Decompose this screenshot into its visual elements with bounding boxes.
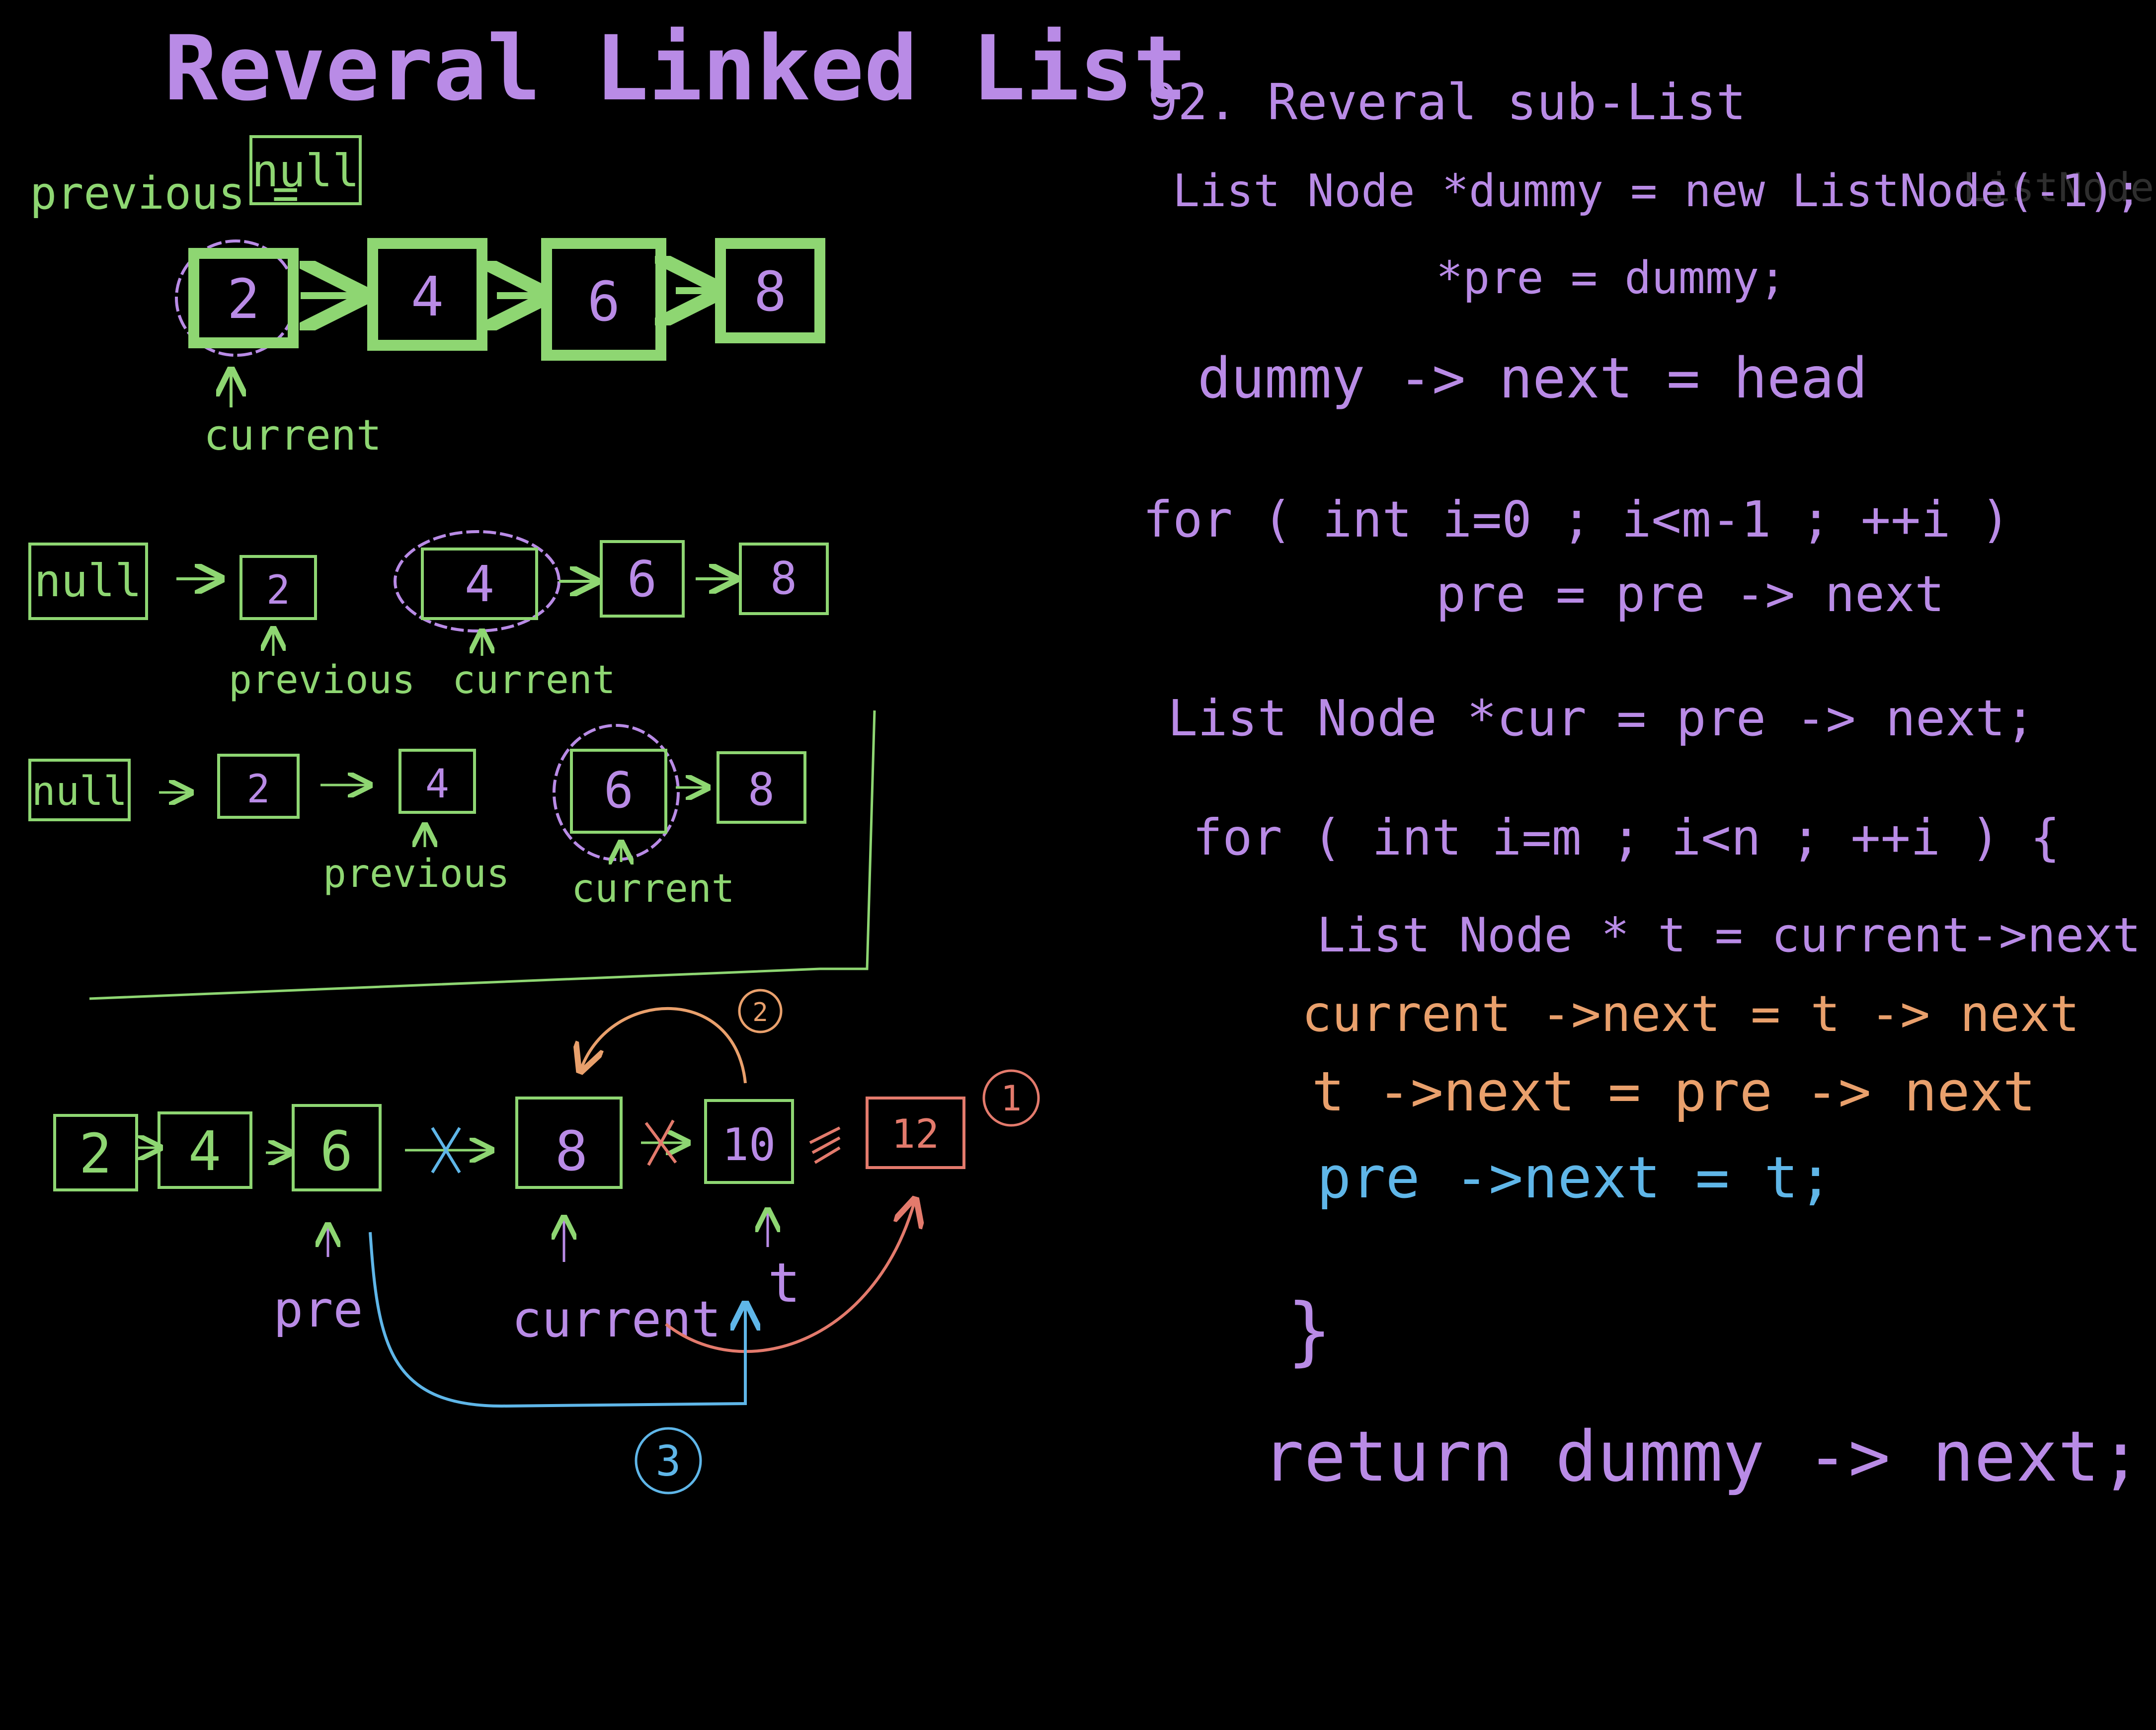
- current-label: current: [452, 658, 616, 703]
- node-value: 4: [465, 555, 494, 613]
- top-example: previous = null 2 4 6 8 current: [30, 135, 825, 460]
- current-label: current: [571, 866, 735, 911]
- list-node: [217, 754, 300, 819]
- null-box: [249, 135, 362, 205]
- code-line: List Node * t = current->next: [1317, 908, 2141, 963]
- list-node: [515, 1097, 623, 1189]
- code-line: for ( int i=m ; i<n ; ++i ) {: [1193, 808, 2060, 866]
- node-value: 2: [79, 1122, 112, 1185]
- previous-label: previous: [229, 658, 415, 703]
- list-node: [421, 548, 538, 620]
- problem-heading: 92. Reveral sub-List: [1148, 73, 1746, 131]
- list-node: [570, 749, 667, 834]
- faint-annotation: ListNode: [1963, 164, 2154, 211]
- node-value: 2: [266, 567, 290, 613]
- code-line: current ->next = t -> next: [1302, 985, 2079, 1043]
- link-arrow-step-1: [665, 1202, 914, 1353]
- code-line: return dummy -> next;: [1262, 1416, 2142, 1497]
- current-label: current: [204, 411, 382, 460]
- list-node: [600, 540, 685, 618]
- diagram-title: Reveral Linked List: [164, 17, 1187, 121]
- node-value: 2: [227, 267, 260, 331]
- null-box: [28, 759, 131, 821]
- list-node: [53, 1114, 138, 1191]
- list-node: [292, 1104, 382, 1191]
- link-arrow-step-2: [581, 1007, 747, 1084]
- node-value: 10: [722, 1119, 776, 1171]
- code-line: pre ->next = t;: [1317, 1145, 1833, 1211]
- t-label: t: [768, 1251, 800, 1315]
- previous-equals-label: previous =: [30, 167, 299, 220]
- null-box: [28, 543, 148, 620]
- node-value: 6: [604, 761, 634, 819]
- node-value: 8: [748, 764, 775, 816]
- node-value: 4: [425, 761, 449, 807]
- step-2-row: null 2 4 6 8 previous current: [28, 710, 876, 1000]
- code-line: pre = pre -> next: [1436, 565, 1945, 623]
- list-node: [715, 238, 825, 343]
- node-value: 6: [587, 270, 620, 333]
- list-node: [240, 555, 317, 620]
- null-box-label: null: [252, 145, 360, 197]
- list-node: [704, 1099, 794, 1184]
- code-line: List Node *dummy = new ListNode(-1);: [1173, 165, 2142, 217]
- node-value: 6: [627, 550, 657, 608]
- null-box-label: null: [32, 768, 128, 814]
- node-value: 8: [555, 1119, 588, 1183]
- scribble-mark: [809, 1126, 841, 1164]
- code-line: }: [1287, 1288, 1332, 1374]
- list-node: [866, 1097, 965, 1169]
- node-value: 4: [411, 265, 444, 328]
- code-panel: 92. Reveral sub-List ListNode List Node …: [1143, 73, 2154, 1497]
- cross-out-mark: [431, 1127, 461, 1174]
- step-marker: [738, 989, 783, 1033]
- node-value: 12: [891, 1111, 939, 1157]
- step-marker-label: 2: [752, 998, 768, 1027]
- code-line: *pre = dummy;: [1436, 252, 1786, 304]
- code-line: dummy -> next = head: [1198, 346, 1868, 411]
- list-node: [739, 543, 829, 615]
- list-node: [399, 749, 476, 814]
- step-marker-label: 3: [655, 1437, 681, 1486]
- step-1-row: null 2 4 6 8 previous current: [28, 530, 829, 703]
- code-line: List Node *cur = pre -> next;: [1168, 689, 2035, 747]
- node-value: 4: [188, 1119, 221, 1183]
- node-value: 2: [247, 767, 270, 812]
- list-node: [158, 1111, 252, 1189]
- code-line: for ( int i=0 ; i<m-1 ; ++i ): [1143, 490, 2010, 549]
- step-marker: [635, 1427, 702, 1494]
- node-value: 8: [770, 552, 797, 605]
- step-marker: [982, 1069, 1040, 1127]
- node-value: 8: [754, 260, 787, 323]
- node-value: 6: [320, 1119, 353, 1183]
- previous-label: previous: [323, 852, 510, 896]
- sublist-reverse-diagram: 2 4 6 8 10 12 1 2 pre current t: [53, 989, 1040, 1494]
- step-marker-label: 1: [1001, 1078, 1022, 1119]
- section-divider: [89, 710, 876, 1000]
- list-node: [188, 248, 299, 348]
- link-arrow-step-3: [369, 1232, 745, 1408]
- null-box-label: null: [34, 555, 142, 607]
- list-node: [717, 751, 806, 824]
- cross-out-mark: [644, 1119, 677, 1166]
- pre-label: pre: [273, 1280, 363, 1338]
- code-line: t ->next = pre -> next: [1312, 1060, 2036, 1123]
